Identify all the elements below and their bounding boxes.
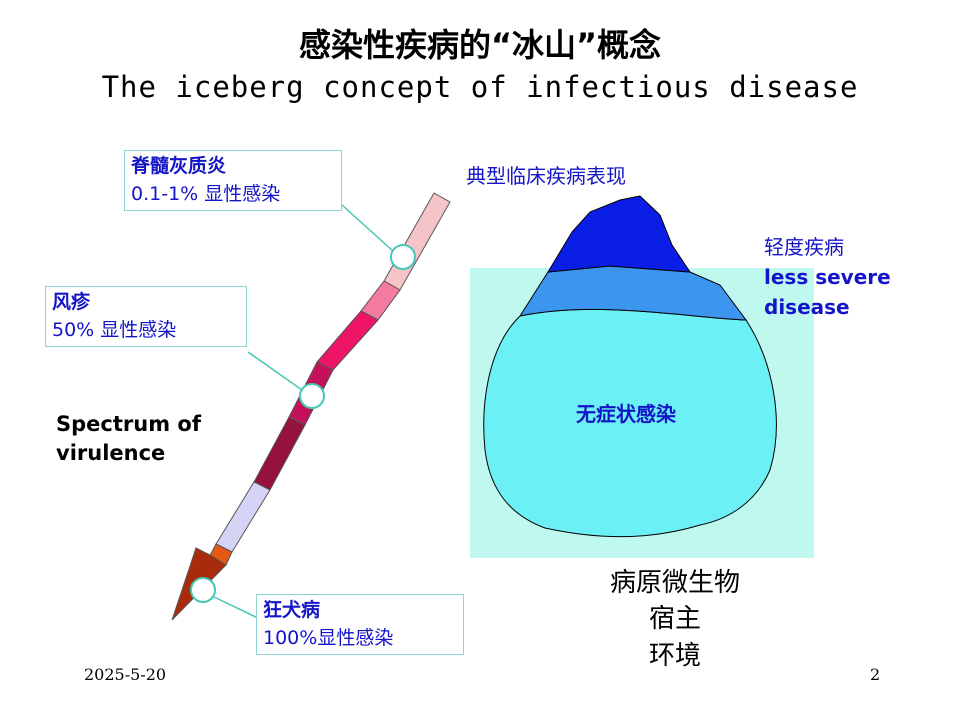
mild-label-en-1: less severe [764, 265, 891, 289]
marker-circle-3 [190, 577, 216, 603]
connector-line-1 [341, 204, 395, 253]
spectrum-segment-5 [253, 416, 306, 491]
factor-host: 宿主 [648, 604, 701, 635]
callout-rabies-rate: 100%显性感染 [263, 626, 394, 649]
callout-rubella-name: 风疹 [52, 291, 91, 313]
callout-rubella: 风疹 50% 显性感染 [45, 286, 247, 348]
slide-title-english: The iceberg concept of infectious diseas… [101, 70, 859, 104]
marker-circle-2 [299, 383, 325, 409]
mild-label-en-2: disease [764, 295, 850, 319]
asymptomatic-infection-label: 无症状感染 [576, 402, 676, 426]
factor-pathogen: 病原微生物 [609, 568, 740, 598]
spectrum-segment-1 [383, 192, 451, 291]
callout-polio: 脊髓灰质炎 0.1-1% 显性感染 [124, 150, 342, 212]
factor-environment: 环境 [648, 640, 701, 671]
connector-line-2 [247, 351, 303, 391]
callout-rubella-rate: 50% 显性感染 [52, 318, 177, 341]
iceberg-mild [518, 265, 748, 321]
callout-rabies: 狂犬病 100%显性感染 [256, 594, 464, 656]
factors-list: 病原微生物 宿主 环境 [590, 565, 760, 674]
callout-rabies-name: 狂犬病 [263, 599, 321, 621]
mild-label-cn: 轻度疾病 [764, 235, 844, 259]
spectrum-label-line-2: virulence [56, 441, 166, 466]
iceberg-tip [547, 195, 691, 273]
footer-date: 2025-5-20 [84, 665, 167, 684]
callout-polio-name: 脊髓灰质炎 [131, 155, 227, 177]
spectrum-segment-6 [215, 481, 271, 553]
spectrum-of-virulence-label: Spectrum of virulence [56, 410, 201, 469]
connector-line-3 [211, 595, 263, 621]
mild-disease-label: 轻度疾病 less severe disease [764, 232, 891, 322]
page-number: 2 [870, 665, 881, 684]
typical-clinical-label: 典型临床疾病表现 [466, 164, 626, 188]
spectrum-segment-3 [316, 310, 379, 371]
marker-circle-1 [390, 244, 416, 270]
virulence-spectrum-arrow [171, 192, 451, 621]
callout-polio-rate: 0.1-1% 显性感染 [131, 182, 281, 205]
spectrum-label-line-1: Spectrum of [56, 412, 201, 436]
slide-title-chinese: 感染性疾病的“冰山”概念 [298, 26, 662, 64]
